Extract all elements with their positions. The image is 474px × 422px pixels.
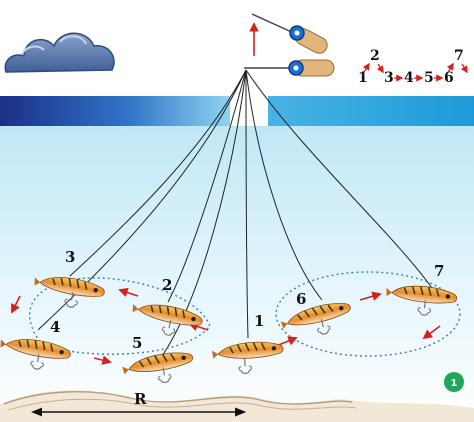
lure-travel-path [28,271,461,357]
cloud-icon [4,32,115,73]
figure-number-badge: 1 [444,372,464,392]
sequence-bottom-2: 3 [384,70,394,86]
sequence-bottom-1: 1 [358,70,368,86]
sequence-legend: 2 7 1 3 4 5 6 [358,48,468,86]
position-label-1: 1 [254,312,264,330]
water [0,126,474,422]
distance-label: R [134,390,147,408]
fishing-lines [37,69,433,357]
position-label-6: 6 [296,290,306,308]
ice-fishing-rod-icon [251,13,328,54]
ice-layer-right [268,96,474,126]
ice-fishing-rod-icon [244,59,335,77]
position-label-3: 3 [65,248,75,266]
position-label-7: 7 [434,262,444,280]
sequence-top-1: 2 [370,48,380,64]
distance-marker: R [31,390,247,417]
sequence-bottom-4: 5 [424,70,434,86]
sequence-bottom-3: 4 [404,70,414,86]
position-label-2: 2 [162,276,172,294]
figure-number: 1 [451,378,458,389]
position-label-5: 5 [132,334,142,352]
sequence-bottom-5: 6 [444,70,454,86]
position-label-4: 4 [50,318,60,336]
sequence-top-2: 7 [454,48,464,64]
ice-layer-left [0,96,230,126]
